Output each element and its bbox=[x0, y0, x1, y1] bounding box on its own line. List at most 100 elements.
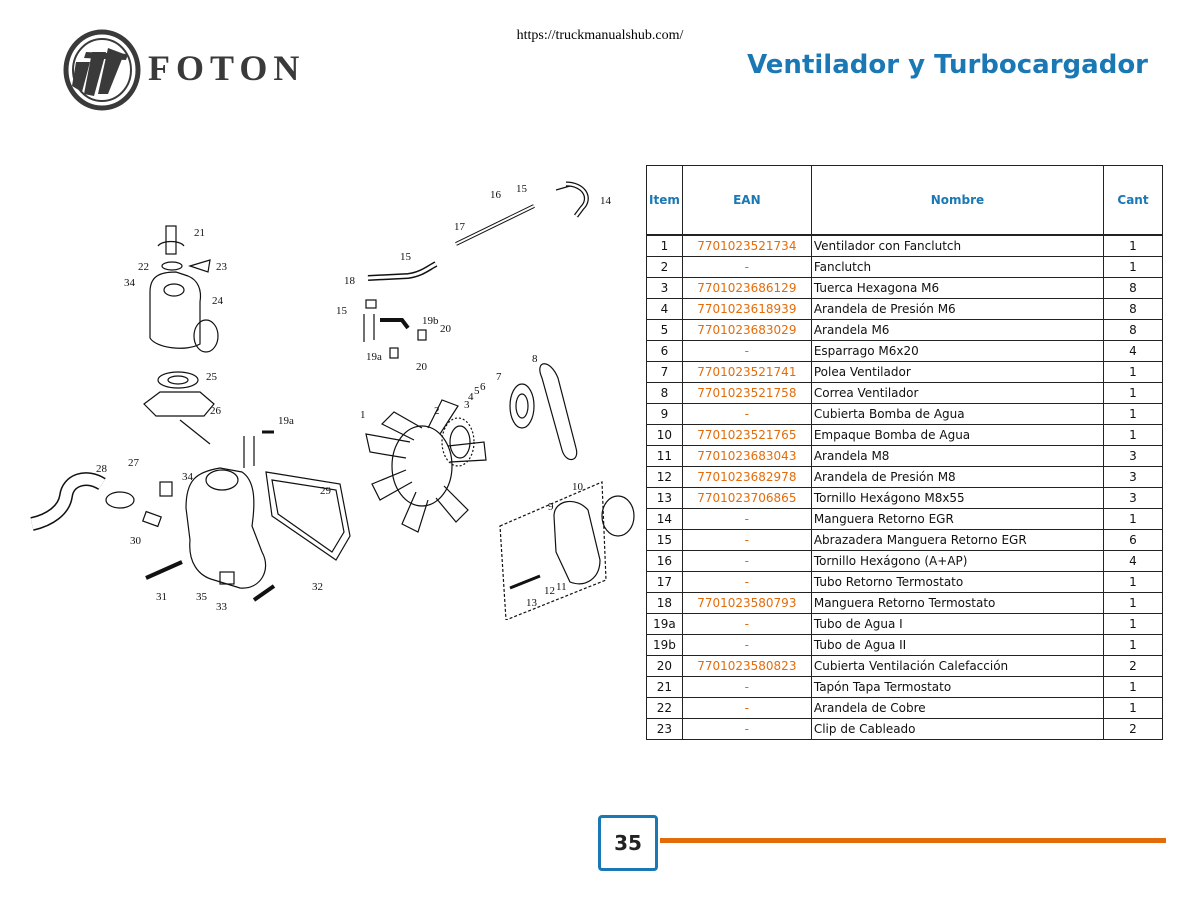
row-item: 17 bbox=[646, 571, 683, 593]
row-item: 19a bbox=[646, 613, 683, 635]
row-ean: 7701023683043 bbox=[681, 445, 812, 467]
row-item: 1 bbox=[646, 234, 683, 257]
row-ean: - bbox=[681, 403, 812, 425]
row-name: Arandela de Cobre bbox=[810, 697, 1105, 719]
row-item: 16 bbox=[646, 550, 683, 572]
callout-17: 17 bbox=[454, 221, 466, 233]
row-name: Abrazadera Manguera Retorno EGR bbox=[810, 529, 1105, 551]
callout-22: 22 bbox=[138, 261, 149, 273]
callout-11: 11 bbox=[556, 581, 567, 593]
callout-28: 28 bbox=[96, 463, 108, 475]
callout-13: 13 bbox=[526, 597, 538, 609]
row-item: 2 bbox=[646, 256, 683, 278]
callout-14: 14 bbox=[600, 195, 612, 207]
row-item: 7 bbox=[646, 361, 683, 383]
row-item: 15 bbox=[646, 529, 683, 551]
row-item: 4 bbox=[646, 298, 683, 320]
callout-21: 21 bbox=[194, 227, 205, 239]
callout-25: 25 bbox=[206, 371, 218, 383]
callout-12: 12 bbox=[544, 585, 555, 597]
row-name: Tuerca Hexagona M6 bbox=[810, 277, 1105, 299]
row-qty: 1 bbox=[1103, 613, 1163, 635]
callout-1: 1 bbox=[360, 409, 366, 421]
parts-table-header: Item EAN Nombre Cant bbox=[646, 165, 1163, 236]
callout-20: 20 bbox=[440, 323, 452, 335]
row-item: 13 bbox=[646, 487, 683, 509]
row-name: Arandela de Presión M8 bbox=[810, 466, 1105, 488]
row-item: 22 bbox=[646, 697, 683, 719]
row-name: Tubo Retorno Termostato bbox=[810, 571, 1105, 593]
callout-2: 2 bbox=[434, 405, 440, 417]
row-name: Tornillo Hexágono (A+AP) bbox=[810, 550, 1105, 572]
callout-8: 8 bbox=[532, 353, 538, 365]
row-item: 6 bbox=[646, 340, 683, 362]
exploded-parts-diagram: 16 15 14 17 15 18 15 19b 20 19a 20 21 22… bbox=[30, 181, 635, 620]
callout-26: 26 bbox=[210, 405, 222, 417]
brand-wordmark: FOTON bbox=[148, 48, 305, 88]
row-qty: 1 bbox=[1103, 508, 1163, 530]
callout-24: 24 bbox=[212, 295, 224, 307]
row-ean: - bbox=[681, 529, 812, 551]
row-qty: 1 bbox=[1103, 676, 1163, 698]
callout-6: 6 bbox=[480, 381, 486, 393]
row-ean: - bbox=[681, 613, 812, 635]
row-item: 14 bbox=[646, 508, 683, 530]
row-name: Tornillo Hexágono M8x55 bbox=[810, 487, 1105, 509]
callout-4: 4 bbox=[468, 391, 474, 403]
row-item: 9 bbox=[646, 403, 683, 425]
callout-10: 10 bbox=[572, 481, 584, 493]
row-qty: 2 bbox=[1103, 655, 1163, 677]
callout-27: 27 bbox=[128, 457, 140, 469]
callout-34: 34 bbox=[124, 277, 136, 289]
row-qty: 8 bbox=[1103, 298, 1163, 320]
row-qty: 1 bbox=[1103, 382, 1163, 404]
row-name: Arandela de Presión M6 bbox=[810, 298, 1105, 320]
header-qty: Cant bbox=[1103, 165, 1163, 236]
header-ean: EAN bbox=[681, 165, 812, 236]
row-name: Fanclutch bbox=[810, 256, 1105, 278]
row-name: Cubierta Bomba de Agua bbox=[810, 403, 1105, 425]
row-ean: 7701023683029 bbox=[681, 319, 812, 341]
callout-7: 7 bbox=[496, 371, 502, 383]
header-name: Nombre bbox=[810, 165, 1105, 236]
row-qty: 3 bbox=[1103, 445, 1163, 467]
callout-33: 29 bbox=[320, 485, 332, 497]
row-item: 11 bbox=[646, 445, 683, 467]
row-ean: 7701023618939 bbox=[681, 298, 812, 320]
foton-logo: FOTON bbox=[63, 29, 305, 111]
callout-20b: 20 bbox=[416, 361, 428, 373]
row-item: 19b bbox=[646, 634, 683, 656]
callout-9: 9 bbox=[548, 501, 554, 513]
callout-19a-b: 19a bbox=[278, 415, 294, 427]
row-qty: 1 bbox=[1103, 424, 1163, 446]
row-item: 18 bbox=[646, 592, 683, 614]
row-ean: - bbox=[681, 340, 812, 362]
row-qty: 1 bbox=[1103, 571, 1163, 593]
row-name: Esparrago M6x20 bbox=[810, 340, 1105, 362]
row-qty: 1 bbox=[1103, 403, 1163, 425]
row-qty: 1 bbox=[1103, 634, 1163, 656]
row-ean: - bbox=[681, 550, 812, 572]
source-url: https://truckmanualshub.com/ bbox=[516, 28, 684, 43]
row-name: Arandela M6 bbox=[810, 319, 1105, 341]
row-qty: 1 bbox=[1103, 592, 1163, 614]
row-qty: 1 bbox=[1103, 256, 1163, 278]
header-item: Item bbox=[646, 165, 683, 236]
row-qty: 8 bbox=[1103, 277, 1163, 299]
footer-rule bbox=[660, 838, 1166, 843]
row-qty: 8 bbox=[1103, 319, 1163, 341]
row-name: Manguera Retorno EGR bbox=[810, 508, 1105, 530]
row-item: 23 bbox=[646, 718, 683, 740]
